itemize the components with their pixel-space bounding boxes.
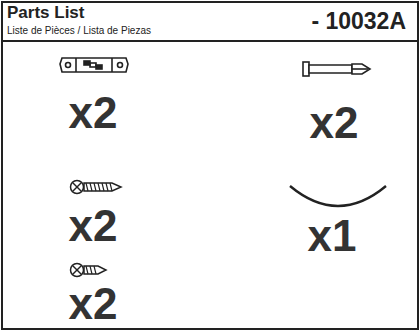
list-subheading: Liste de Pièces / Lista de Piezas [7,25,151,36]
header-band: Parts ListListe de Pièces / Lista de Pie… [2,2,418,41]
screw-thread [90,266,92,274]
list-heading: Parts List [7,4,84,23]
quantity-label: x2 [310,101,359,145]
screw-thread [94,183,96,191]
screw-thread [86,183,88,191]
screw-thread [94,266,96,274]
quantity-label: x2 [69,91,118,135]
screw-thread [110,183,112,191]
screw-thread [86,266,88,274]
screw-thread [90,183,92,191]
screw-thread [98,183,100,191]
screw-thread [106,183,108,191]
quantity-label: x2 [69,204,118,248]
part-number: - 10032A [311,9,406,34]
quantity-label: x2 [69,282,118,326]
screw-thread [102,183,104,191]
quantity-label: x1 [308,214,357,258]
